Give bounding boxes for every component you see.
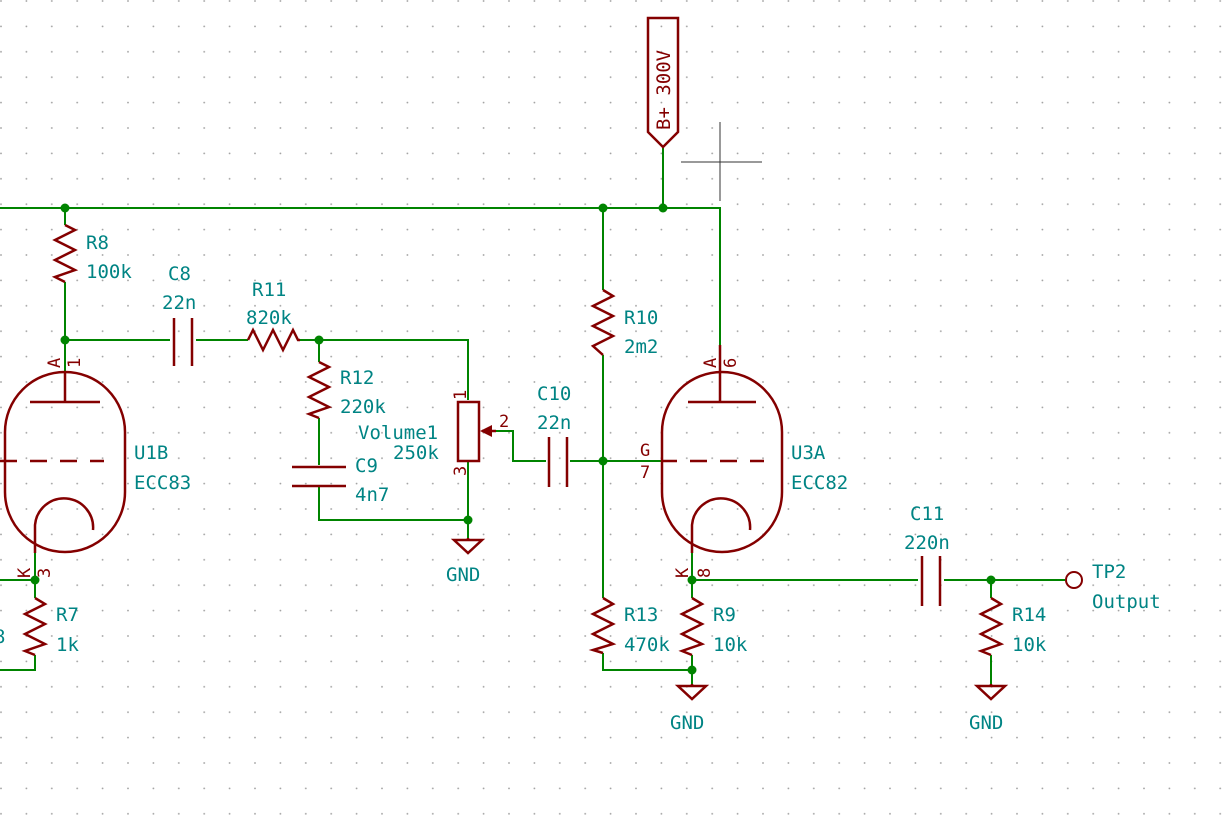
cursor-crosshair-icon [681, 122, 762, 201]
junction-dot [986, 575, 996, 585]
junction-dot [687, 665, 697, 675]
ground-symbol: GND [670, 684, 710, 734]
component-value: 250k [393, 442, 439, 464]
component-value: 22n [162, 292, 196, 314]
component-value: 470k [624, 634, 670, 656]
pin-number: 2 [499, 412, 509, 432]
component-ref: Volume1 [358, 422, 438, 444]
junction-dot [598, 203, 608, 213]
power-flag-bplus[interactable]: B+ 300V [646, 16, 680, 149]
resistor-r11[interactable]: R11 820k [246, 279, 300, 353]
ground-label: GND [446, 564, 480, 586]
component-value: 10k [713, 634, 748, 656]
ground-symbol: GND [969, 684, 1009, 734]
component-value: 220n [904, 532, 950, 554]
pin-number: 8 [695, 568, 715, 578]
component-ref: R13 [624, 604, 658, 626]
component-ref: R12 [340, 367, 374, 389]
component-value: 220k [340, 396, 386, 418]
component-ref: C11 [910, 503, 944, 525]
component-value: Output [1092, 591, 1161, 613]
component-ref: R9 [713, 604, 736, 626]
component-value: 820k [246, 307, 292, 329]
junction-dot [687, 575, 697, 585]
component-ref: C9 [355, 455, 378, 477]
junction-dot [314, 335, 324, 345]
resistor-r8[interactable]: R8 100k [51, 223, 132, 284]
ground-label: GND [969, 712, 1003, 734]
resistor-r13[interactable]: R13 470k [588, 596, 670, 656]
component-ref: R10 [624, 307, 658, 329]
component-value: ECC83 [134, 472, 191, 494]
pin-number: 1 [451, 390, 471, 400]
component-value: 1k [56, 634, 79, 656]
pin-name: K [673, 567, 693, 578]
component-ref: R7 [56, 604, 79, 626]
pin-name: A [701, 358, 721, 368]
component-value: 4n7 [355, 484, 389, 506]
pin-name: G [640, 441, 650, 461]
resistor-r12[interactable]: R12 220k [305, 360, 386, 420]
component-ref: TP2 [1092, 561, 1126, 583]
component-ref: C10 [537, 383, 571, 405]
component-value: ECC82 [791, 472, 848, 494]
pin-name: A [45, 358, 65, 368]
capacitor-c9[interactable]: C9 4n7 [292, 455, 389, 506]
component-ref: R8 [86, 232, 109, 254]
capacitor-c11[interactable]: C11 220n [904, 503, 950, 606]
ground-symbol: GND [446, 538, 486, 586]
resistor-r9[interactable]: R9 10k [678, 596, 748, 657]
pin-number: 1 [65, 358, 85, 368]
junction-dot [598, 456, 608, 466]
resistor-r14[interactable]: R14 10k [977, 596, 1047, 657]
component-ref: R14 [1012, 604, 1046, 626]
resistor-r10[interactable]: R10 2m2 [590, 288, 658, 358]
component-ref: C8 [168, 263, 191, 285]
ground-label: GND [670, 712, 704, 734]
resistor-r7[interactable]: R7 1k [21, 596, 79, 657]
test-point-tp2[interactable]: TP2 Output [1065, 561, 1161, 613]
component-value: 2m2 [624, 336, 658, 358]
component-ref: R11 [252, 279, 286, 301]
component-value: 22n [537, 412, 571, 434]
potentiometer-volume1[interactable]: Volume1 250k 1 2 3 [358, 390, 509, 476]
component-ref: U3A [791, 442, 826, 464]
capacitor-c10[interactable]: C10 22n [537, 383, 571, 487]
power-flag-label: B+ 300V [653, 50, 675, 130]
junction-dot [658, 203, 668, 213]
component-ref: U1B [134, 442, 168, 464]
pin-number: 6 [721, 358, 741, 368]
pin-name: K [15, 567, 35, 578]
junction-dot [30, 575, 40, 585]
junction-dot [463, 515, 473, 525]
pin-number: 3 [451, 466, 471, 476]
pin-number: 3 [35, 568, 55, 578]
capacitor-c8[interactable]: C8 22n [162, 263, 196, 366]
pin-number: 7 [640, 463, 650, 483]
triode-u3a[interactable]: U3A ECC82 A 6 G 7 K 8 [640, 345, 848, 578]
junction-dot [60, 335, 70, 345]
triode-u1b[interactable]: U1B ECC83 A 1 K 3 [0, 358, 191, 578]
wires [0, 148, 1065, 684]
component-value: 100k [86, 261, 132, 283]
junction-dot [60, 203, 70, 213]
component-value: 10k [1012, 634, 1047, 656]
edge-fragment-label: 8 [0, 626, 5, 648]
junctions [30, 203, 996, 675]
